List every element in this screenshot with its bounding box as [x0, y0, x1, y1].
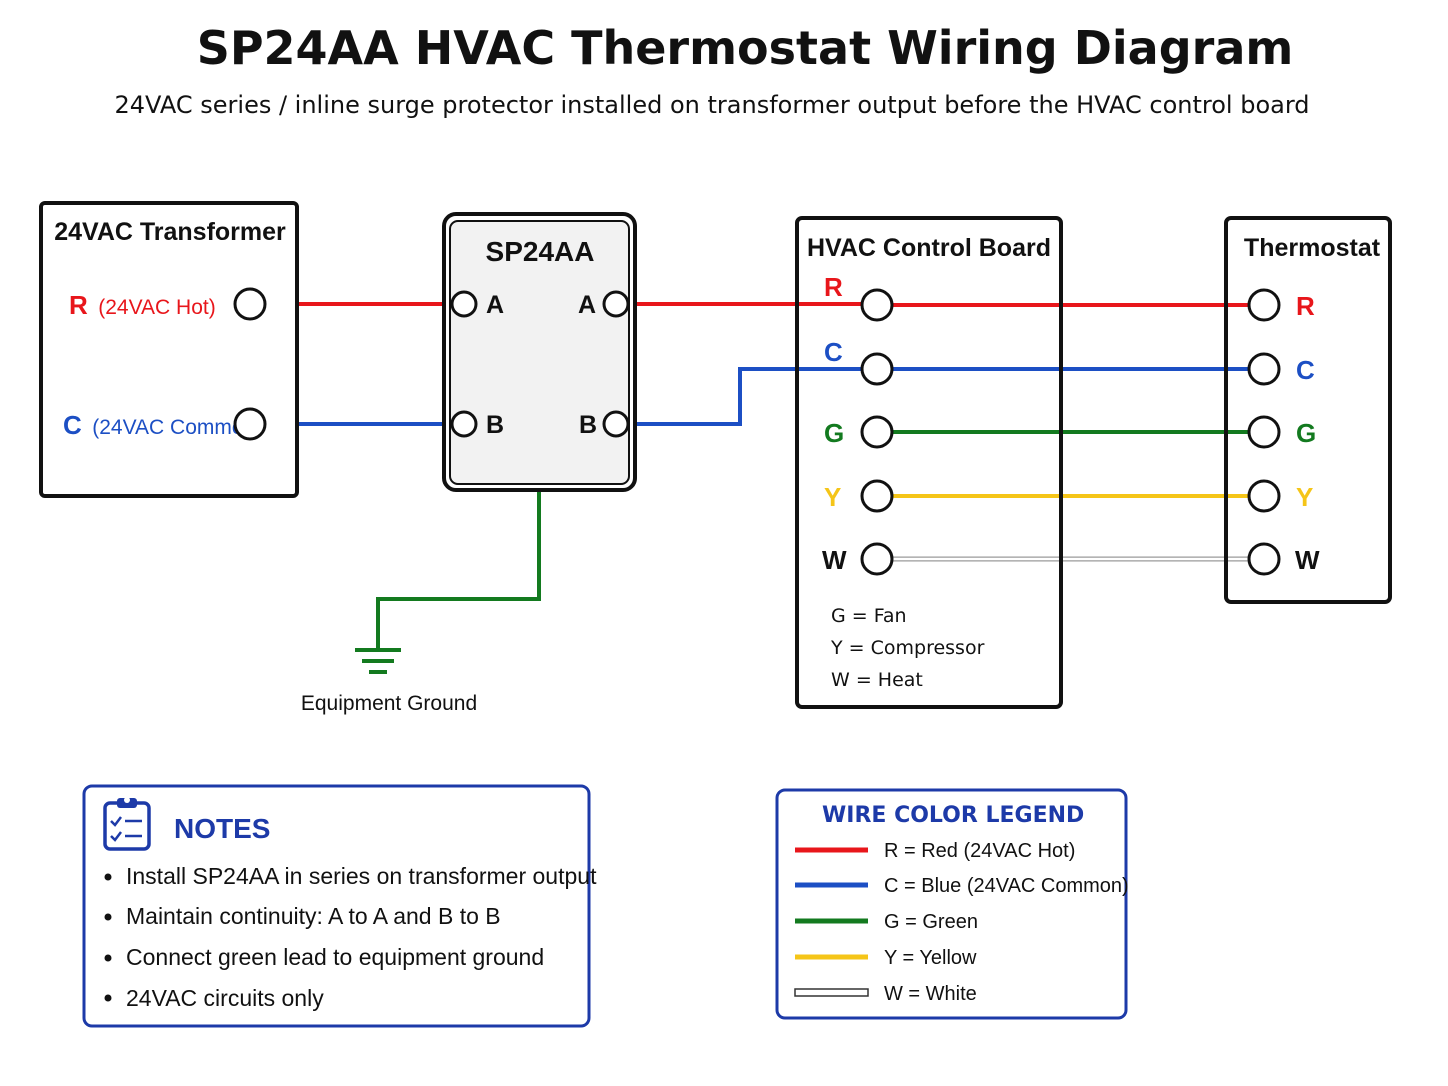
board-terminal-y[interactable]: [860, 479, 894, 513]
thermostat-box: Thermostat R C G Y W: [1224, 216, 1392, 604]
wire-swatch-white: [794, 988, 869, 997]
transformer-terminal-c-label: C (24VAC Common): [63, 410, 262, 440]
wire-legend-item: C = Blue (24VAC Common): [884, 875, 1129, 897]
board-terminal-c[interactable]: [860, 352, 894, 386]
note-item: Maintain continuity: A to A and B to B: [126, 903, 501, 929]
control-board-title: HVAC Control Board: [807, 234, 1051, 262]
wire-legend-item: W = White: [884, 983, 977, 1005]
bullet-icon: [104, 873, 112, 881]
ground-label: Equipment Ground: [301, 692, 477, 715]
thermostat-terminal-w[interactable]: [1247, 542, 1281, 576]
board-legend-fan: G = Fan: [831, 605, 907, 627]
thermostat-title: Thermostat: [1244, 234, 1381, 262]
note-item: 24VAC circuits only: [126, 985, 324, 1011]
clipboard-icon: [103, 797, 151, 851]
sp24aa-title: SP24AA: [486, 236, 595, 267]
bullet-icon: [104, 954, 112, 962]
thermostat-terminal-r[interactable]: [1247, 288, 1281, 322]
thermostat-terminal-r-label: R: [1296, 291, 1315, 321]
thermostat-terminal-y-label: Y: [1296, 482, 1313, 512]
notes-title: NOTES: [174, 813, 270, 844]
wire-color-legend: WIRE COLOR LEGEND R = Red (24VAC Hot) C …: [775, 788, 1129, 1020]
bullet-icon: [104, 994, 112, 1002]
sp24aa-terminal-a-out-label: A: [578, 291, 596, 319]
transformer-terminal-r-label: R (24VAC Hot): [69, 290, 216, 320]
board-legend-compressor: Y = Compressor: [830, 637, 985, 659]
thermostat-terminal-y[interactable]: [1247, 479, 1281, 513]
transformer-terminal-c[interactable]: [233, 407, 267, 441]
notes-panel: NOTES Install SP24AA in series on transf…: [82, 784, 597, 1028]
board-terminal-w-label: W: [822, 545, 847, 575]
board-terminal-y-label: Y: [824, 482, 841, 512]
board-terminal-c-label: C: [824, 337, 843, 367]
wire-ground-lead: [376, 488, 541, 650]
thermostat-terminal-w-label: W: [1295, 545, 1320, 575]
wire-legend-item: R = Red (24VAC Hot): [884, 840, 1075, 862]
board-terminal-r[interactable]: [860, 288, 894, 322]
page-subtitle: 24VAC series / inline surge protector in…: [114, 91, 1309, 119]
board-terminal-g[interactable]: [860, 415, 894, 449]
sp24aa-protector: SP24AA A A B B: [442, 212, 637, 492]
transformer-terminal-r[interactable]: [233, 287, 267, 321]
board-legend-heat: W = Heat: [831, 669, 923, 691]
wire-legend-item: G = Green: [884, 911, 978, 933]
sp24aa-terminal-a-in-label: A: [486, 291, 504, 319]
wires: [266, 302, 1248, 650]
sp24aa-terminal-b-in[interactable]: [450, 410, 478, 438]
wire-legend-title: WIRE COLOR LEGEND: [822, 803, 1084, 828]
page-title: SP24AA HVAC Thermostat Wiring Diagram: [197, 21, 1294, 75]
thermostat-terminal-g[interactable]: [1247, 415, 1281, 449]
bullet-icon: [104, 913, 112, 921]
note-item: Install SP24AA in series on transformer …: [126, 863, 597, 889]
sp24aa-terminal-a-out[interactable]: [602, 290, 630, 318]
thermostat-terminal-c[interactable]: [1247, 352, 1281, 386]
board-terminal-r-label: R: [824, 272, 843, 302]
wire-c-sp-to-board: [628, 367, 862, 426]
board-terminal-g-label: G: [824, 418, 844, 448]
thermostat-terminal-c-label: C: [1296, 355, 1315, 385]
sp24aa-terminal-b-out-label: B: [579, 411, 597, 439]
thermostat-terminal-g-label: G: [1296, 418, 1316, 448]
wire-legend-item: Y = Yellow: [884, 947, 977, 969]
sp24aa-terminal-b-out[interactable]: [602, 410, 630, 438]
sp24aa-terminal-b-in-label: B: [486, 411, 504, 439]
ground-symbol-icon: [355, 648, 401, 674]
sp24aa-terminal-a-in[interactable]: [450, 290, 478, 318]
board-terminal-w[interactable]: [860, 542, 894, 576]
transformer-title: 24VAC Transformer: [54, 218, 286, 246]
note-item: Connect green lead to equipment ground: [126, 944, 544, 970]
transformer-box: 24VAC Transformer R (24VAC Hot) C (24VAC…: [39, 201, 299, 498]
control-board-box: HVAC Control Board R C G Y W G = Fan Y =…: [795, 216, 1063, 709]
